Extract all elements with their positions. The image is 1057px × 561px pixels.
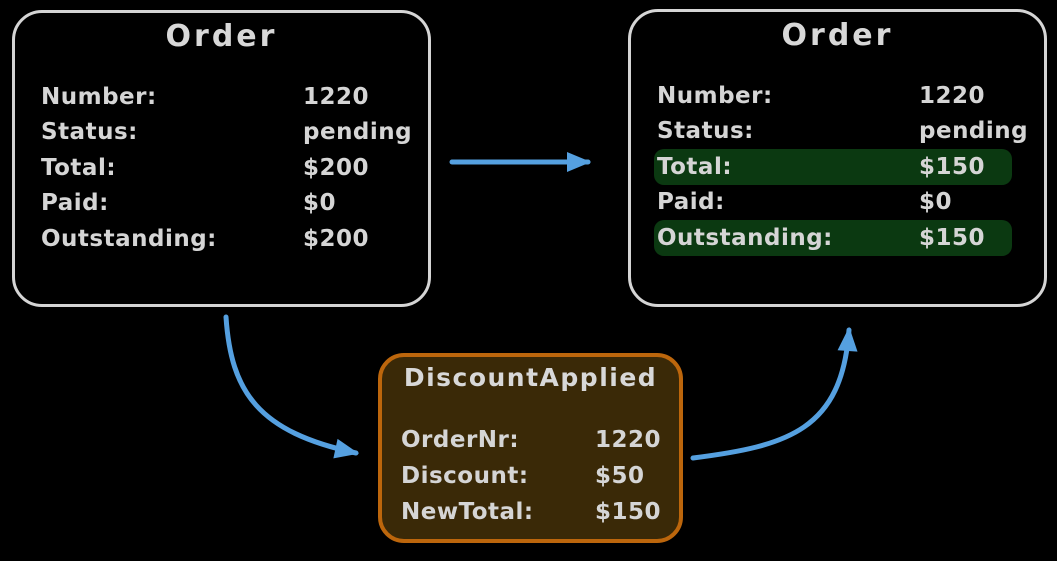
field-row-outstanding: Outstanding: $200 bbox=[38, 221, 398, 257]
order-before-title: Order bbox=[165, 19, 278, 54]
field-value: $200 bbox=[303, 225, 370, 252]
field-value: 1220 bbox=[919, 82, 986, 109]
field-value: 1220 bbox=[303, 83, 370, 110]
discount-applied-fields: OrderNr: 1220 Discount: $50 NewTotal: $1… bbox=[398, 422, 668, 530]
field-row-paid: Paid: $0 bbox=[654, 185, 1014, 221]
field-value: $150 bbox=[919, 153, 986, 180]
order-after-box: Order Number: 1220 Status: pending Total… bbox=[628, 9, 1047, 307]
field-value: $0 bbox=[919, 189, 953, 216]
field-label: OrderNr: bbox=[401, 427, 520, 453]
order-after-title: Order bbox=[781, 18, 894, 53]
field-row-total-highlighted: Total: $150 bbox=[654, 149, 1012, 185]
field-label: Paid: bbox=[41, 190, 109, 217]
field-row-status: Status: pending bbox=[654, 114, 1028, 150]
field-row-outstanding-highlighted: Outstanding: $150 bbox=[654, 220, 1012, 256]
field-label: Total: bbox=[41, 154, 117, 181]
field-row-total: Total: $200 bbox=[38, 150, 398, 186]
field-value: pending bbox=[919, 118, 1029, 145]
arrow-order-to-event bbox=[223, 314, 359, 459]
field-label: Paid: bbox=[657, 189, 725, 216]
field-value: $0 bbox=[303, 190, 337, 217]
field-value: $50 bbox=[595, 463, 645, 489]
field-value: $200 bbox=[303, 154, 370, 181]
field-label: Number: bbox=[41, 83, 157, 110]
field-row-ordernr: OrderNr: 1220 bbox=[398, 422, 668, 458]
field-row-paid: Paid: $0 bbox=[38, 186, 398, 222]
field-label: Status: bbox=[657, 118, 754, 145]
field-row-number: Number: 1220 bbox=[654, 78, 1014, 114]
field-value: 1220 bbox=[595, 427, 662, 453]
discount-applied-title: DiscountApplied bbox=[403, 363, 658, 392]
field-label: Outstanding: bbox=[657, 224, 833, 251]
field-value: pending bbox=[303, 119, 413, 146]
field-row-discount: Discount: $50 bbox=[398, 458, 668, 494]
order-after-fields: Number: 1220 Status: pending Total: $150… bbox=[654, 78, 1028, 256]
field-label: NewTotal: bbox=[401, 499, 534, 525]
field-row-newtotal: NewTotal: $150 bbox=[398, 494, 668, 530]
order-before-box: Order Number: 1220 Status: pending Total… bbox=[12, 10, 431, 307]
field-row-number: Number: 1220 bbox=[38, 79, 398, 115]
order-before-fields: Number: 1220 Status: pending Total: $200… bbox=[38, 79, 412, 257]
discount-applied-event-box: DiscountApplied OrderNr: 1220 Discount: … bbox=[378, 353, 683, 543]
field-label: Total: bbox=[657, 153, 733, 180]
arrow-event-to-order bbox=[690, 327, 858, 461]
field-label: Status: bbox=[41, 119, 138, 146]
field-value: $150 bbox=[919, 224, 986, 251]
field-label: Number: bbox=[657, 82, 773, 109]
field-row-status: Status: pending bbox=[38, 115, 412, 151]
field-label: Outstanding: bbox=[41, 225, 217, 252]
field-value: $150 bbox=[595, 499, 662, 525]
field-label: Discount: bbox=[401, 463, 529, 489]
